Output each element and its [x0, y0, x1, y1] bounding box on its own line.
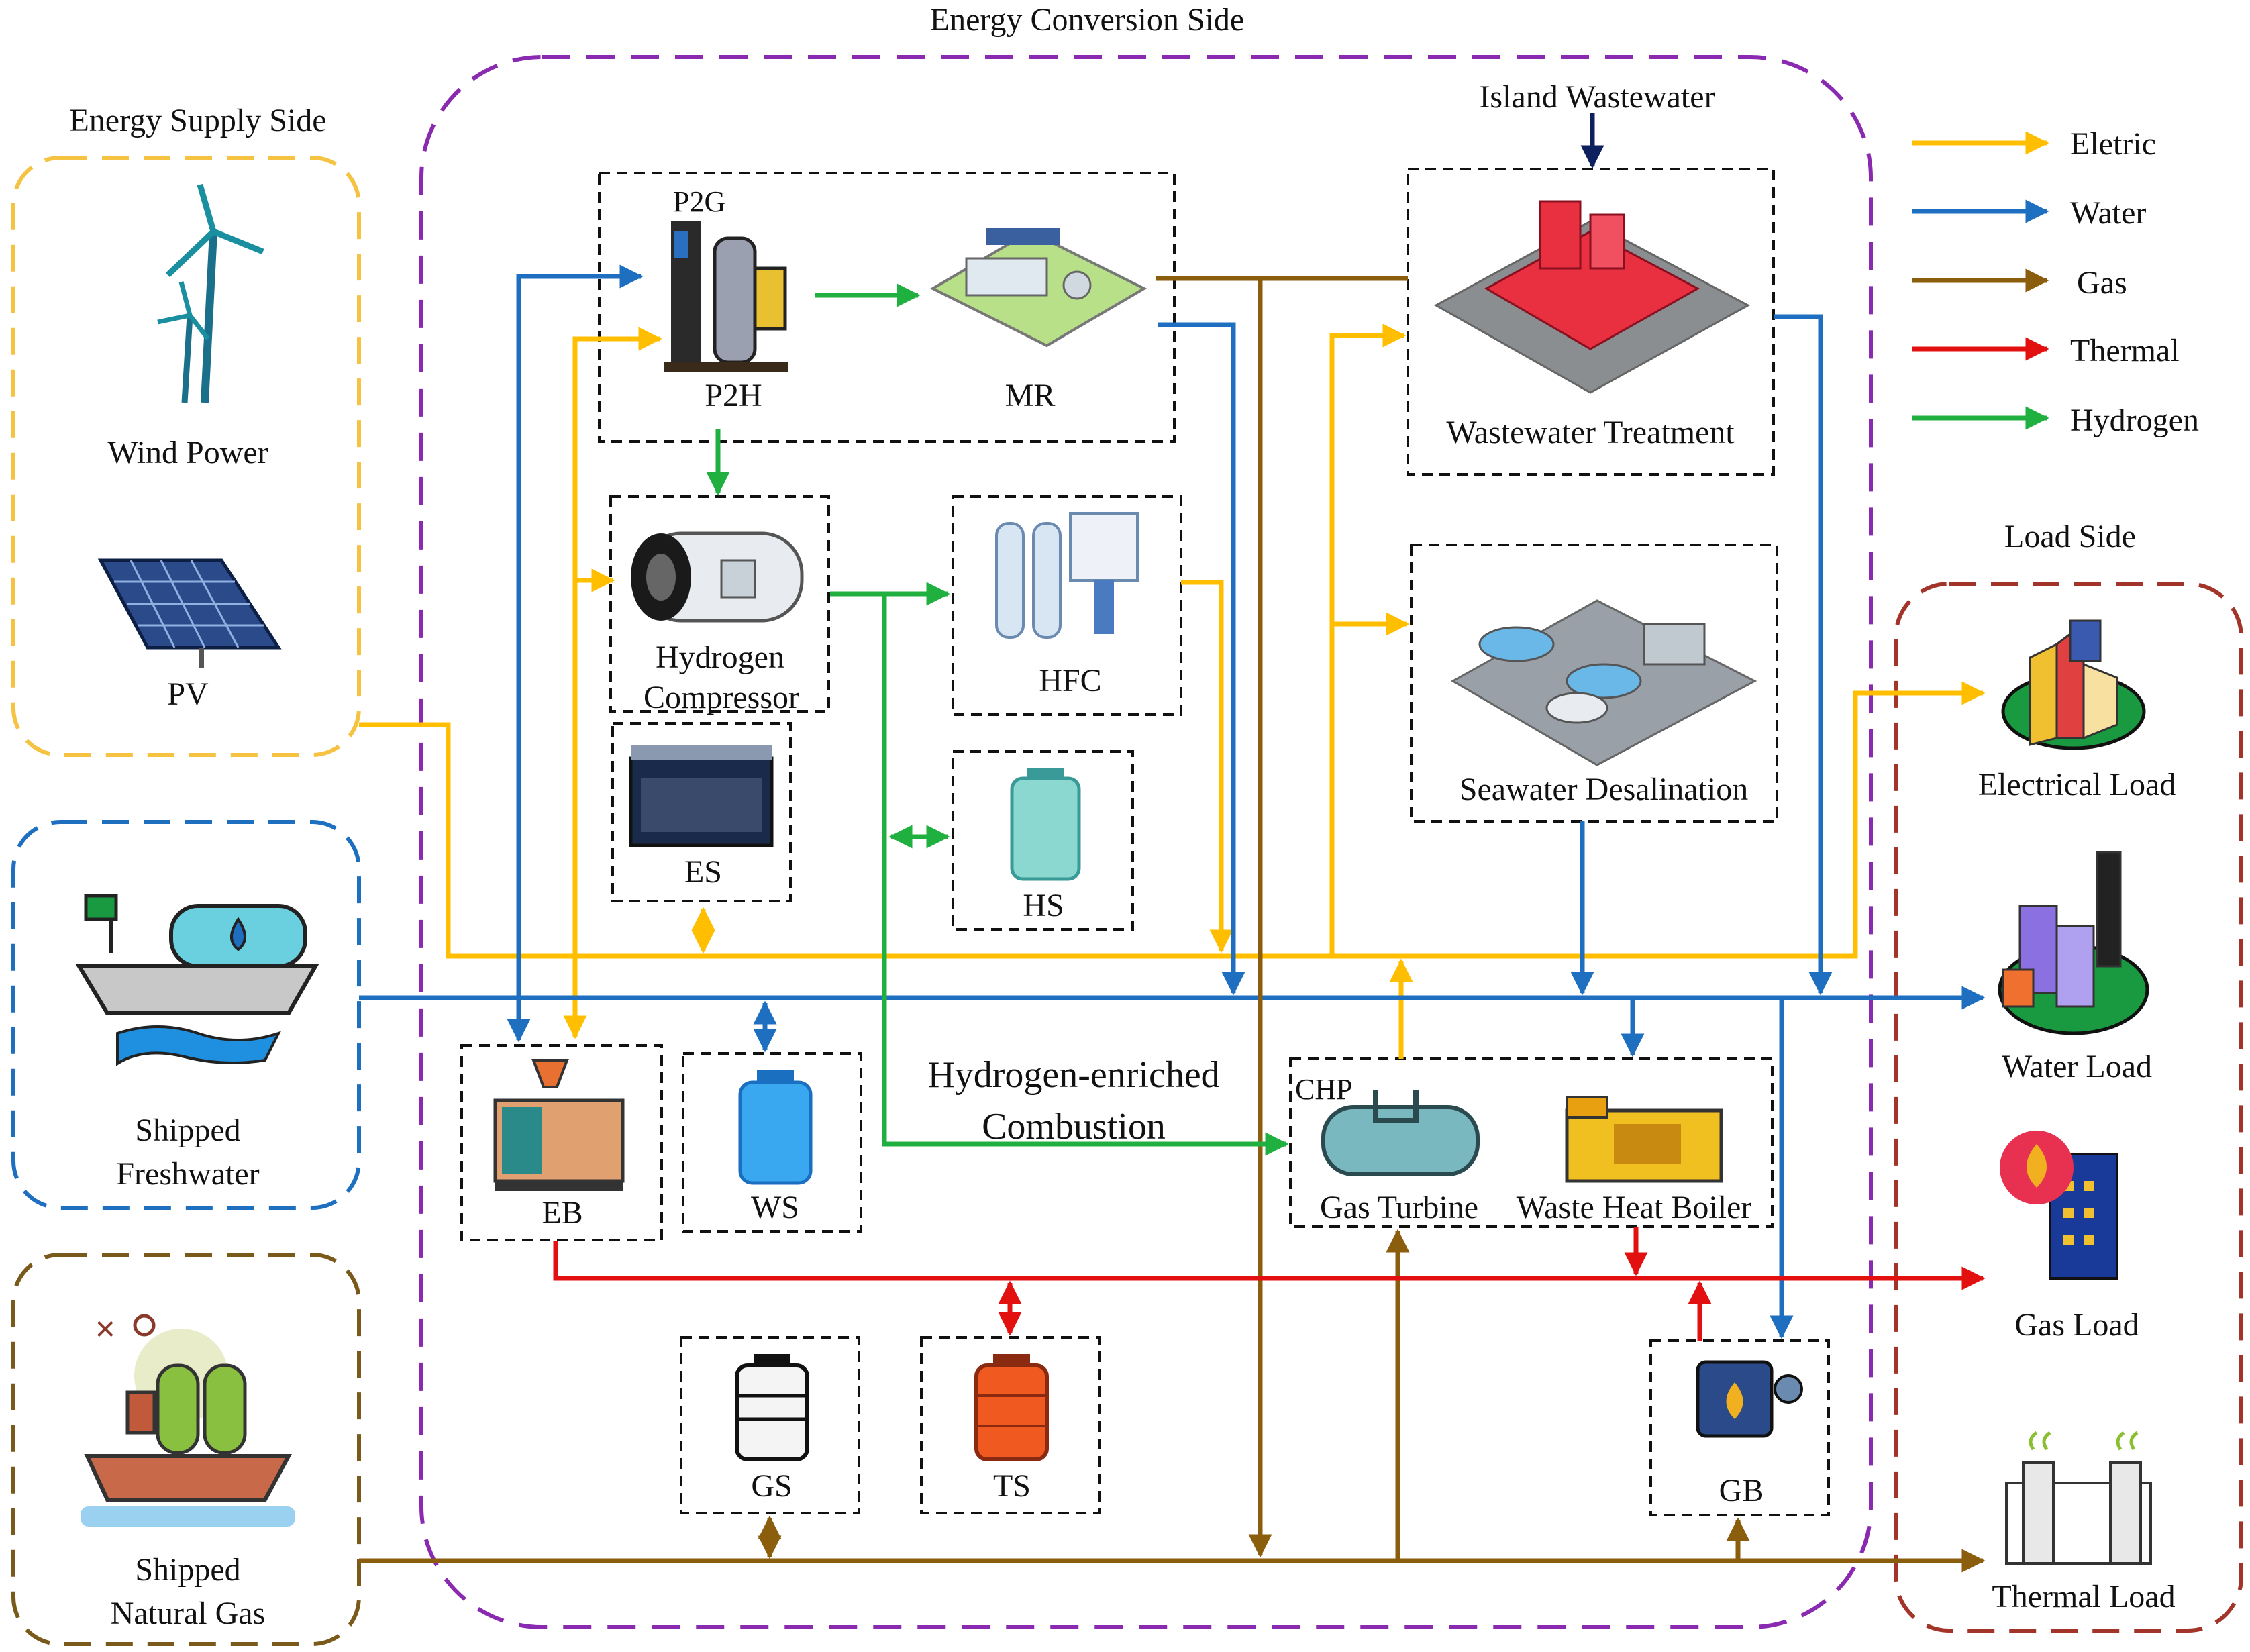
- compressor-label-line2: Compressor: [644, 680, 799, 715]
- p2g-box: [598, 172, 1176, 443]
- hs-label: HS: [1023, 888, 1064, 923]
- conversion-side-title: Energy Conversion Side: [930, 2, 1244, 38]
- gas-boiler-icon: [1696, 1360, 1803, 1438]
- electric-storage-icon: [629, 745, 774, 847]
- hydrogen-flows: [706, 283, 1289, 1156]
- chp-box: [1289, 1057, 1774, 1228]
- conversion-side-group: [419, 55, 1873, 1629]
- gas-load-label: Gas Load: [2014, 1307, 2139, 1343]
- thermal-storage-icon: [974, 1354, 1049, 1461]
- chp-label: CHP: [1295, 1073, 1353, 1106]
- freshwater-label-line1: Shipped: [135, 1113, 240, 1148]
- natgas-label-line2: Natural Gas: [111, 1596, 266, 1631]
- hydrogen-fuel-cell-icon: [995, 512, 1139, 639]
- eb-label: EB: [542, 1195, 582, 1231]
- es-label: ES: [684, 854, 722, 890]
- water-storage-icon: [738, 1070, 813, 1185]
- legend-water-label: Water: [2070, 195, 2146, 231]
- load-side-group: [1894, 582, 2243, 1633]
- es-box: [611, 722, 792, 902]
- seawater-desalination-box: [1410, 544, 1778, 823]
- hydrogen-compressor-icon: [631, 531, 804, 623]
- supply-freshwater-group: [11, 820, 361, 1210]
- supply-natgas-group: [11, 1253, 361, 1646]
- gs-label: GS: [751, 1468, 792, 1504]
- ts-label: TS: [993, 1468, 1031, 1504]
- ts-box: [920, 1336, 1101, 1514]
- supply-electric-group: [11, 156, 361, 757]
- electric-boiler-icon: [493, 1059, 625, 1191]
- gas-load-icon: [2000, 1131, 2118, 1280]
- water-load-label: Water Load: [2002, 1049, 2152, 1084]
- hfc-label: HFC: [1039, 663, 1101, 699]
- hydrogen-compressor-box: [609, 495, 830, 713]
- electrical-load-icon: [2001, 619, 2146, 750]
- hfc-box: [952, 495, 1182, 716]
- hydrogen-enriched-label-line1: Hydrogen-enriched: [927, 1054, 1219, 1096]
- pv-label: PV: [167, 676, 209, 712]
- gb-label: GB: [1719, 1473, 1764, 1508]
- compressor-label-line1: Hydrogen: [656, 639, 784, 675]
- electric-flows: [359, 323, 1986, 1059]
- gas-turbine-label: Gas Turbine: [1320, 1190, 1478, 1225]
- ws-box: [682, 1052, 862, 1233]
- legend-electric-label: Eletric: [2070, 126, 2156, 162]
- legend-gas-label: Gas: [2077, 265, 2127, 301]
- gb-box: [1649, 1339, 1830, 1516]
- legend: Eletric Water Gas Thermal Hydrogen: [1912, 126, 2199, 438]
- water-flows: [359, 264, 1986, 1339]
- freshwater-ship-icon: [75, 894, 319, 1066]
- electrolyser-icon: [664, 221, 788, 372]
- island-wastewater-label: Island Wastewater: [1479, 79, 1715, 115]
- natgas-label-line1: Shipped: [135, 1552, 240, 1588]
- legend-hydrogen-label: Hydrogen: [2070, 403, 2199, 438]
- gas-storage-icon: [735, 1354, 809, 1461]
- gs-box: [680, 1336, 860, 1514]
- seawater-desalination-label: Seawater Desalination: [1460, 772, 1749, 807]
- water-load-icon: [1998, 851, 2149, 1035]
- svg-text:✕: ✕: [94, 1314, 117, 1345]
- hydrogen-enriched-label-line2: Combustion: [982, 1106, 1166, 1147]
- natural-gas-ship-icon: ✕: [81, 1314, 295, 1527]
- thermal-load-label: Thermal Load: [1992, 1579, 2175, 1614]
- p2h-label: P2H: [705, 378, 762, 413]
- gas-flows: [359, 276, 1986, 1573]
- freshwater-label-line2: Freshwater: [116, 1156, 259, 1192]
- thermal-load-icon: [2005, 1431, 2152, 1565]
- electrical-load-label: Electrical Load: [1978, 767, 2176, 803]
- hydrogen-storage-icon: [1010, 768, 1081, 881]
- wind-turbine-icon: [157, 183, 264, 403]
- waste-heat-boiler-icon: [1565, 1096, 1723, 1183]
- supply-side-title: Energy Supply Side: [69, 103, 326, 138]
- p2g-label: P2G: [673, 185, 725, 218]
- legend-thermal-label: Thermal: [2070, 333, 2180, 368]
- wastewater-plant-icon: [1433, 200, 1751, 394]
- wastewater-treatment-label: Wastewater Treatment: [1446, 415, 1735, 450]
- hs-box: [952, 750, 1134, 931]
- eb-box: [460, 1044, 663, 1241]
- waste-heat-boiler-label: Waste Heat Boiler: [1517, 1190, 1752, 1225]
- load-side-title: Load Side: [2004, 519, 2136, 554]
- gas-turbine-icon: [1321, 1090, 1480, 1176]
- ws-label: WS: [751, 1190, 799, 1225]
- mr-label: MR: [1005, 378, 1056, 413]
- wind-power-label: Wind Power: [107, 435, 268, 470]
- seawater-desalination-icon: [1450, 599, 1757, 766]
- solar-panel-icon: [97, 558, 282, 668]
- thermal-flows: [553, 1227, 1986, 1341]
- wastewater-treatment-box: [1407, 168, 1775, 476]
- methanation-reactor-icon: [929, 228, 1147, 348]
